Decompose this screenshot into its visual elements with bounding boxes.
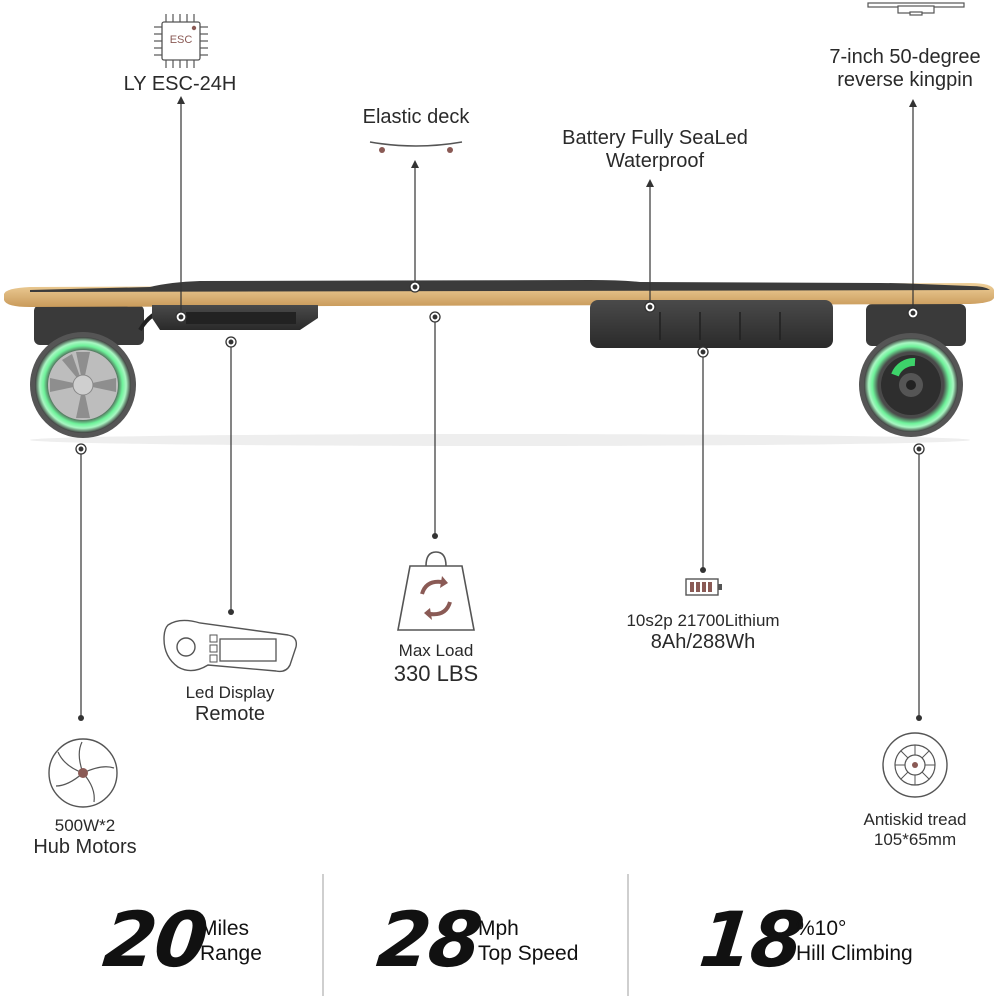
- remote-label: Led Display Remote: [185, 683, 275, 725]
- leader-lines: [80, 102, 920, 716]
- esc-chip-text: ESC: [169, 34, 193, 46]
- stat-range-value: 20: [99, 895, 211, 984]
- floor-shadow: [30, 434, 970, 446]
- stat-range-unit: Miles Range: [200, 917, 262, 965]
- esc-box: [152, 305, 318, 330]
- hub-motor-icon: [46, 736, 120, 810]
- anchor-points: [75, 281, 925, 455]
- max-load-label: Max Load 330 LBS: [393, 641, 479, 686]
- kingpin-label: 7-inch 50-degree reverse kingpin: [829, 46, 981, 91]
- deck-label: Elastic deck: [362, 106, 470, 128]
- arrow-heads: [78, 96, 922, 721]
- esc-label: LY ESC-24H: [123, 73, 237, 95]
- stats-divider-1: [322, 874, 324, 996]
- weight-icon: [396, 546, 476, 632]
- tread-label: Antiskid tread 105*65mm: [863, 810, 967, 849]
- stat-hill-unit: %10° Hill Climbing: [796, 917, 913, 965]
- esc-chip-icon: ESC: [152, 12, 210, 70]
- battery-sealed-label: Battery Fully SeaLed Waterproof: [562, 127, 748, 172]
- front-wheel: [859, 333, 963, 437]
- battery-spec-label: 10s2p 21700Lithium 8Ah/288Wh: [626, 611, 780, 653]
- stat-hill-value: 18: [695, 895, 807, 984]
- stats-divider-2: [627, 874, 629, 996]
- stat-speed-value: 28: [373, 895, 485, 984]
- battery-box: [590, 300, 833, 348]
- rear-wheel: [30, 332, 136, 438]
- battery-icon: [684, 577, 724, 597]
- stat-speed-unit: Mph Top Speed: [478, 917, 579, 965]
- front-truck: [866, 304, 966, 346]
- truck-icon: [866, 0, 966, 16]
- remote-icon: [160, 617, 302, 677]
- deck-icon: [368, 138, 464, 158]
- wheel-tread-icon: [881, 730, 949, 800]
- motors-label: 500W*2 Hub Motors: [33, 816, 137, 858]
- deck: [4, 280, 994, 307]
